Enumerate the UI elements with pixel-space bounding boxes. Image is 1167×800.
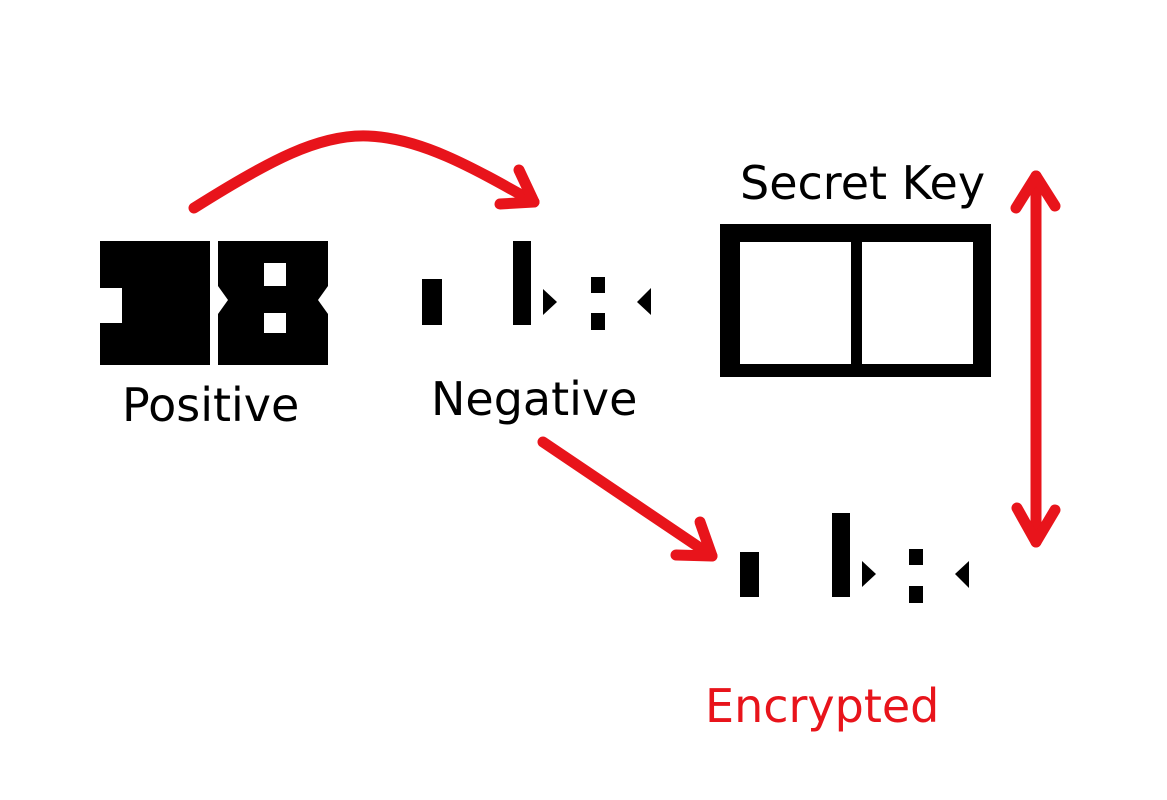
red-arrows — [188, 130, 1061, 562]
negative-glyph-triangle-left — [637, 288, 651, 315]
encrypted-glyph-dot-bottom — [909, 586, 923, 603]
negative-glyph-bar-short — [422, 279, 442, 325]
arrow-negative-to-encrypted — [537, 436, 718, 562]
encrypted-glyphs — [740, 513, 969, 603]
encrypted-glyph-triangle-left — [955, 561, 969, 588]
negative-label: Negative — [431, 372, 638, 426]
secret-key-label: Secret Key — [740, 156, 986, 210]
negative-glyph-triangle-right — [543, 289, 557, 315]
positive-digits-18 — [100, 241, 328, 365]
negative-glyph-dot-top — [591, 277, 605, 293]
secret-key-frame — [720, 224, 991, 377]
negative-glyphs — [422, 241, 651, 330]
arrow-positive-to-negative — [188, 130, 540, 214]
arrow-key-encrypted-head-top — [1010, 170, 1061, 214]
encrypted-glyph-bar-tall — [832, 513, 850, 597]
encrypted-label: Encrypted — [705, 679, 940, 733]
positive-digit-8 — [218, 241, 328, 365]
arrow-negative-to-encrypted-head — [670, 516, 718, 562]
positive-digit-1 — [100, 241, 210, 365]
negative-glyph-dot-bottom — [591, 313, 605, 330]
negative-glyph-bar-tall — [513, 241, 531, 325]
encrypted-glyph-bar-short — [740, 552, 759, 597]
encrypted-glyph-dot-top — [909, 549, 923, 565]
encrypted-glyph-triangle-right — [862, 561, 876, 587]
positive-label: Positive — [122, 378, 300, 432]
arrow-key-encrypted-head-bottom — [1011, 502, 1061, 548]
secret-key-box — [720, 224, 991, 377]
arrow-positive-to-negative-head — [494, 164, 540, 210]
